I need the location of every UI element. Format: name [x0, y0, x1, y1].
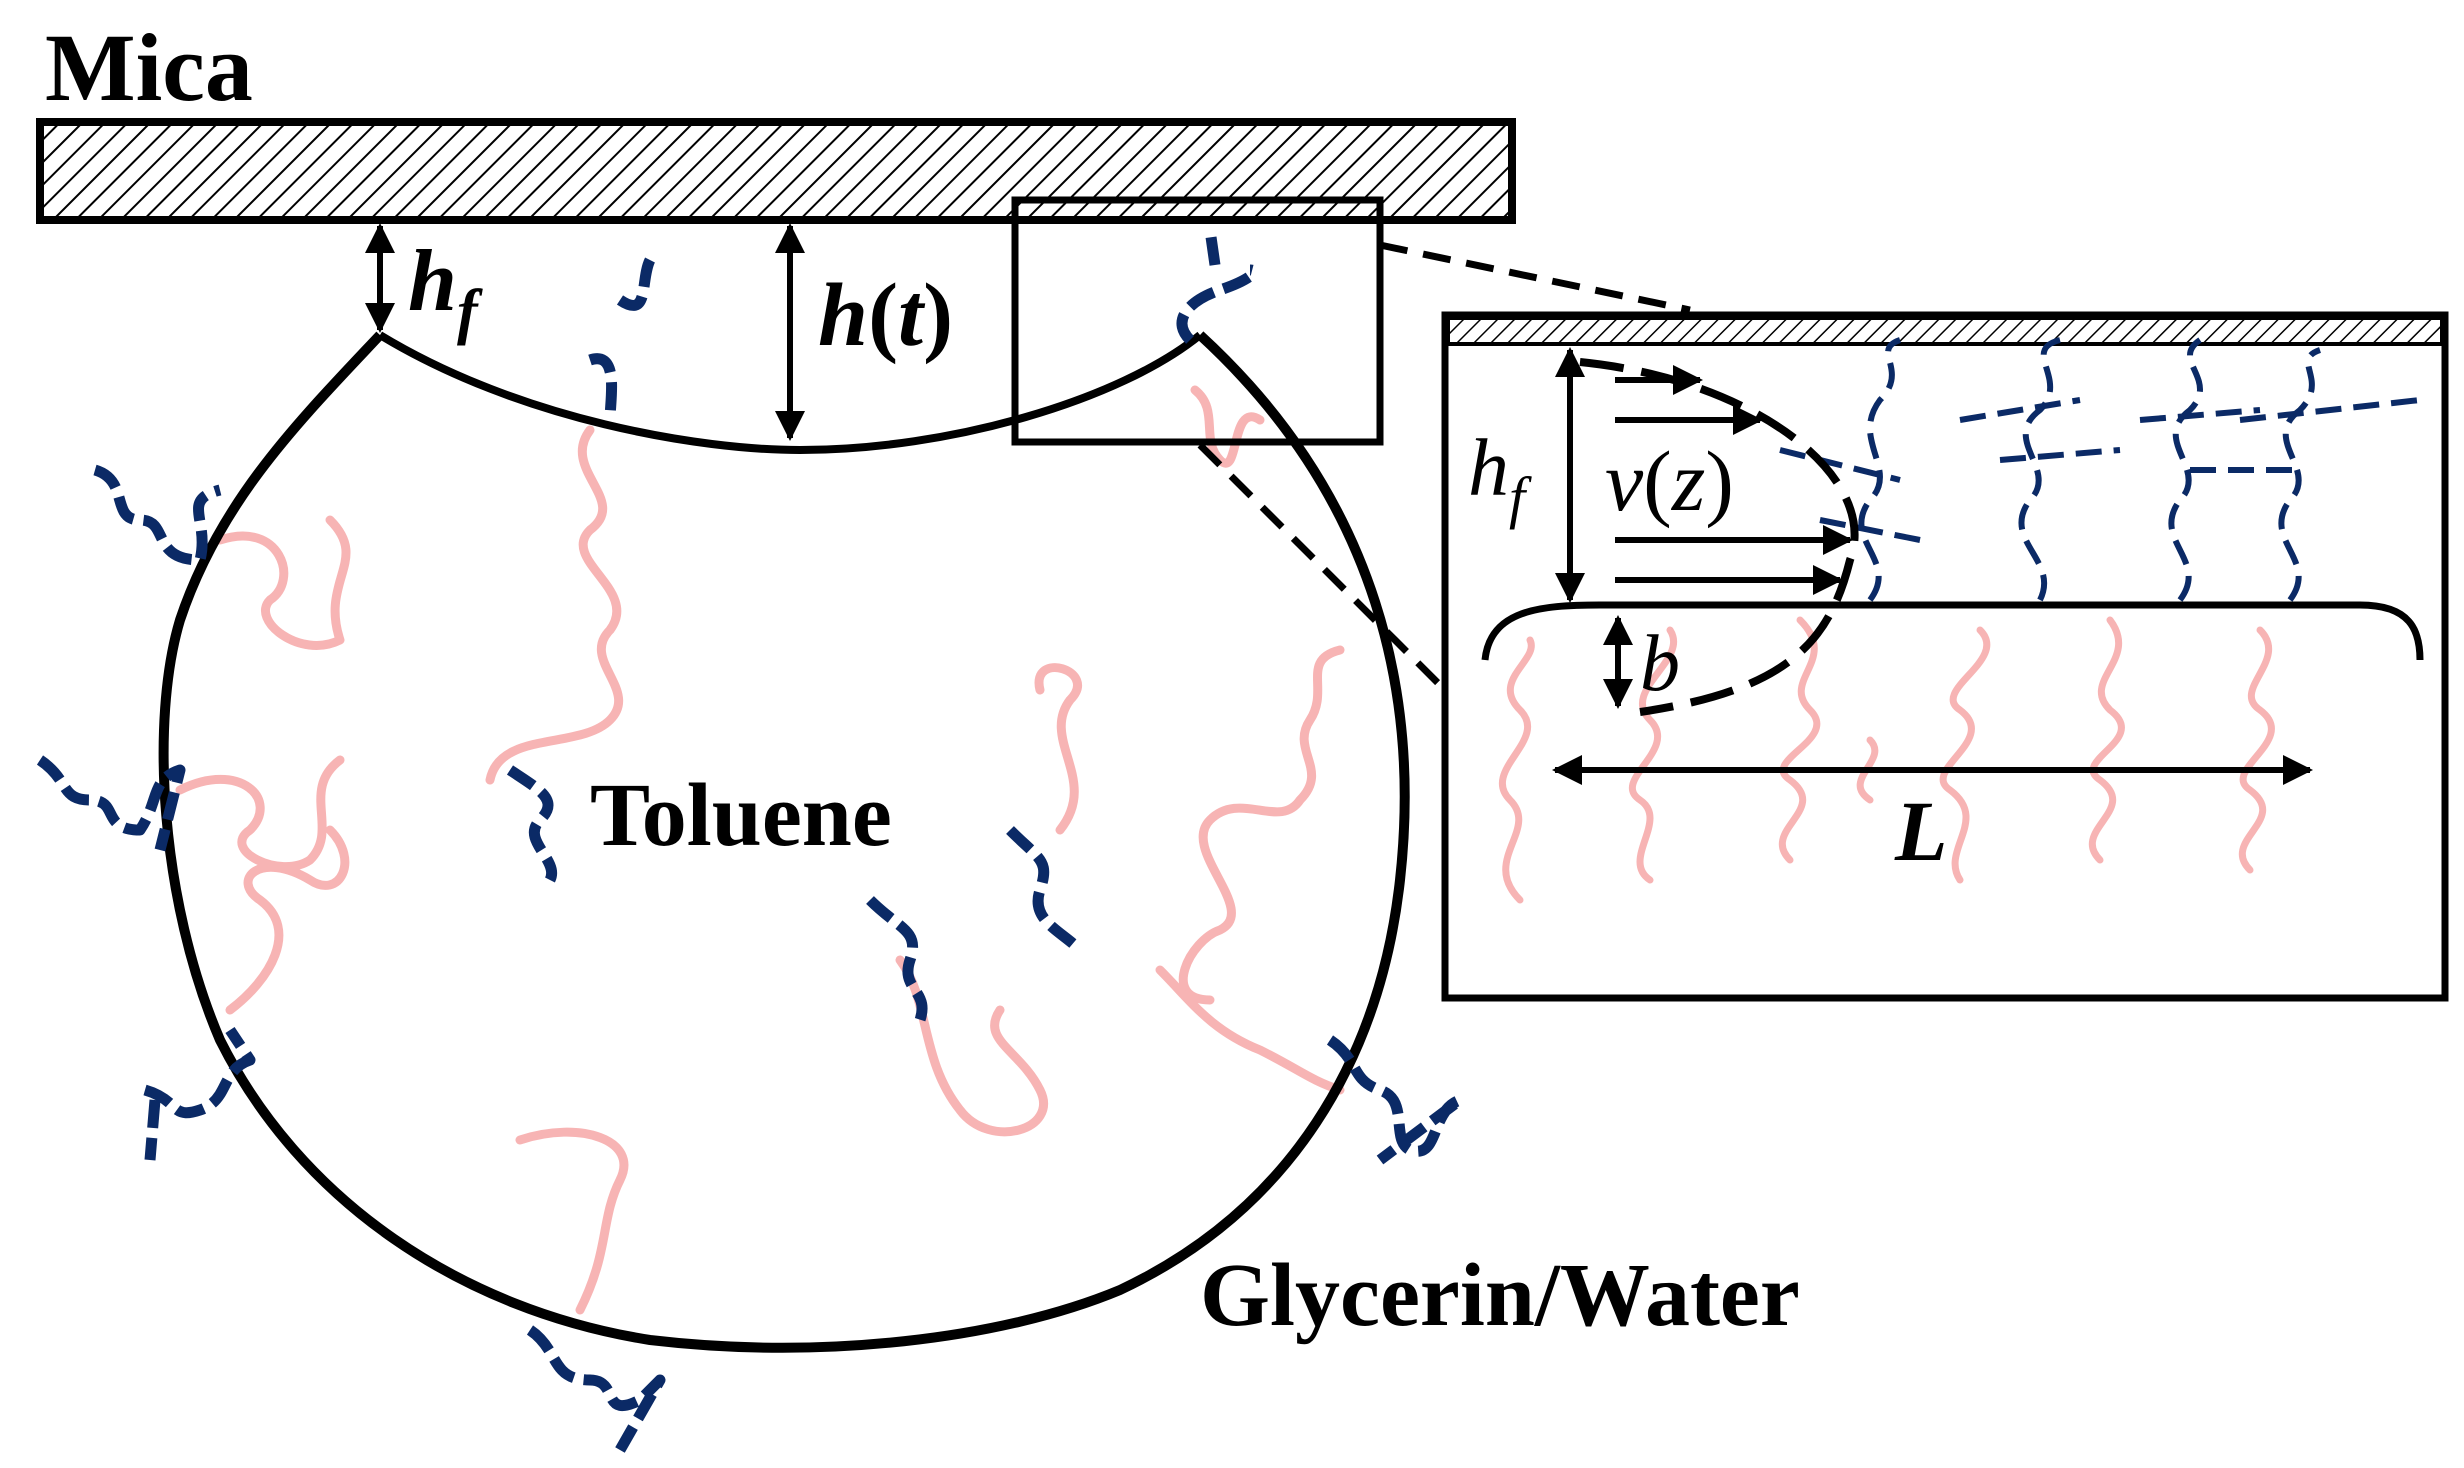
inset-mica-strip: [1446, 316, 2444, 346]
velocity-profile: [1579, 358, 1859, 716]
hydrophobic-chains: [36, 229, 1466, 1453]
mica-plate: [36, 118, 1516, 224]
hydrophilic-chains-inset: [1499, 616, 2275, 904]
mica-label: Mica: [45, 14, 253, 121]
vz-label: v(z): [1605, 433, 1734, 529]
inset-panel: hf v(z) b L: [1441, 311, 2449, 1002]
toluene-label: Toluene: [590, 766, 892, 865]
hydrophilic-chains-droplet: [175, 385, 1345, 1315]
slip-length-label: b: [1640, 620, 1680, 708]
zoom-region-box: [1011, 196, 1384, 446]
hydrophobic-chains-inset: [1779, 337, 2421, 602]
zoom-connector-bottom: [1197, 442, 1448, 693]
hf-label-main: hf: [408, 233, 483, 346]
glycerin-water-label: Glycerin/Water: [1200, 1246, 1800, 1345]
length-label: L: [1894, 783, 1948, 879]
thin-film-interface: [377, 331, 1203, 455]
toluene-droplet-outline: [158, 331, 1410, 1353]
hf-label-inset: hf: [1468, 422, 1532, 530]
inset-interface: [1481, 601, 2424, 661]
ht-label: h(t): [818, 266, 953, 365]
zoom-connector-top: [1379, 241, 1691, 314]
